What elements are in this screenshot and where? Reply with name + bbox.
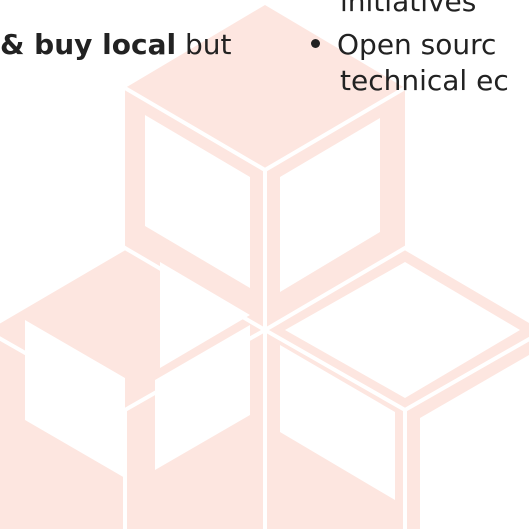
cube-edge [0, 327, 529, 413]
list-text-line: initiatives [340, 0, 477, 18]
cube-facet [420, 355, 529, 529]
cube-facet [160, 262, 250, 368]
emphasis-text: & buy local [0, 28, 177, 61]
cube-facet [285, 262, 520, 398]
list-text-line: technical ec [340, 64, 509, 97]
list-item: Open sourc [311, 27, 496, 63]
bullet-icon [311, 38, 320, 48]
list-text-line: & buy local but [0, 27, 231, 63]
cube-facet [145, 115, 250, 288]
list-item-label: Open sourc [337, 28, 497, 61]
cube-facet [280, 345, 395, 500]
cube-facet [25, 320, 125, 478]
cube-facet [280, 118, 380, 292]
cube-facet [155, 325, 250, 470]
body-text: but [176, 28, 232, 61]
